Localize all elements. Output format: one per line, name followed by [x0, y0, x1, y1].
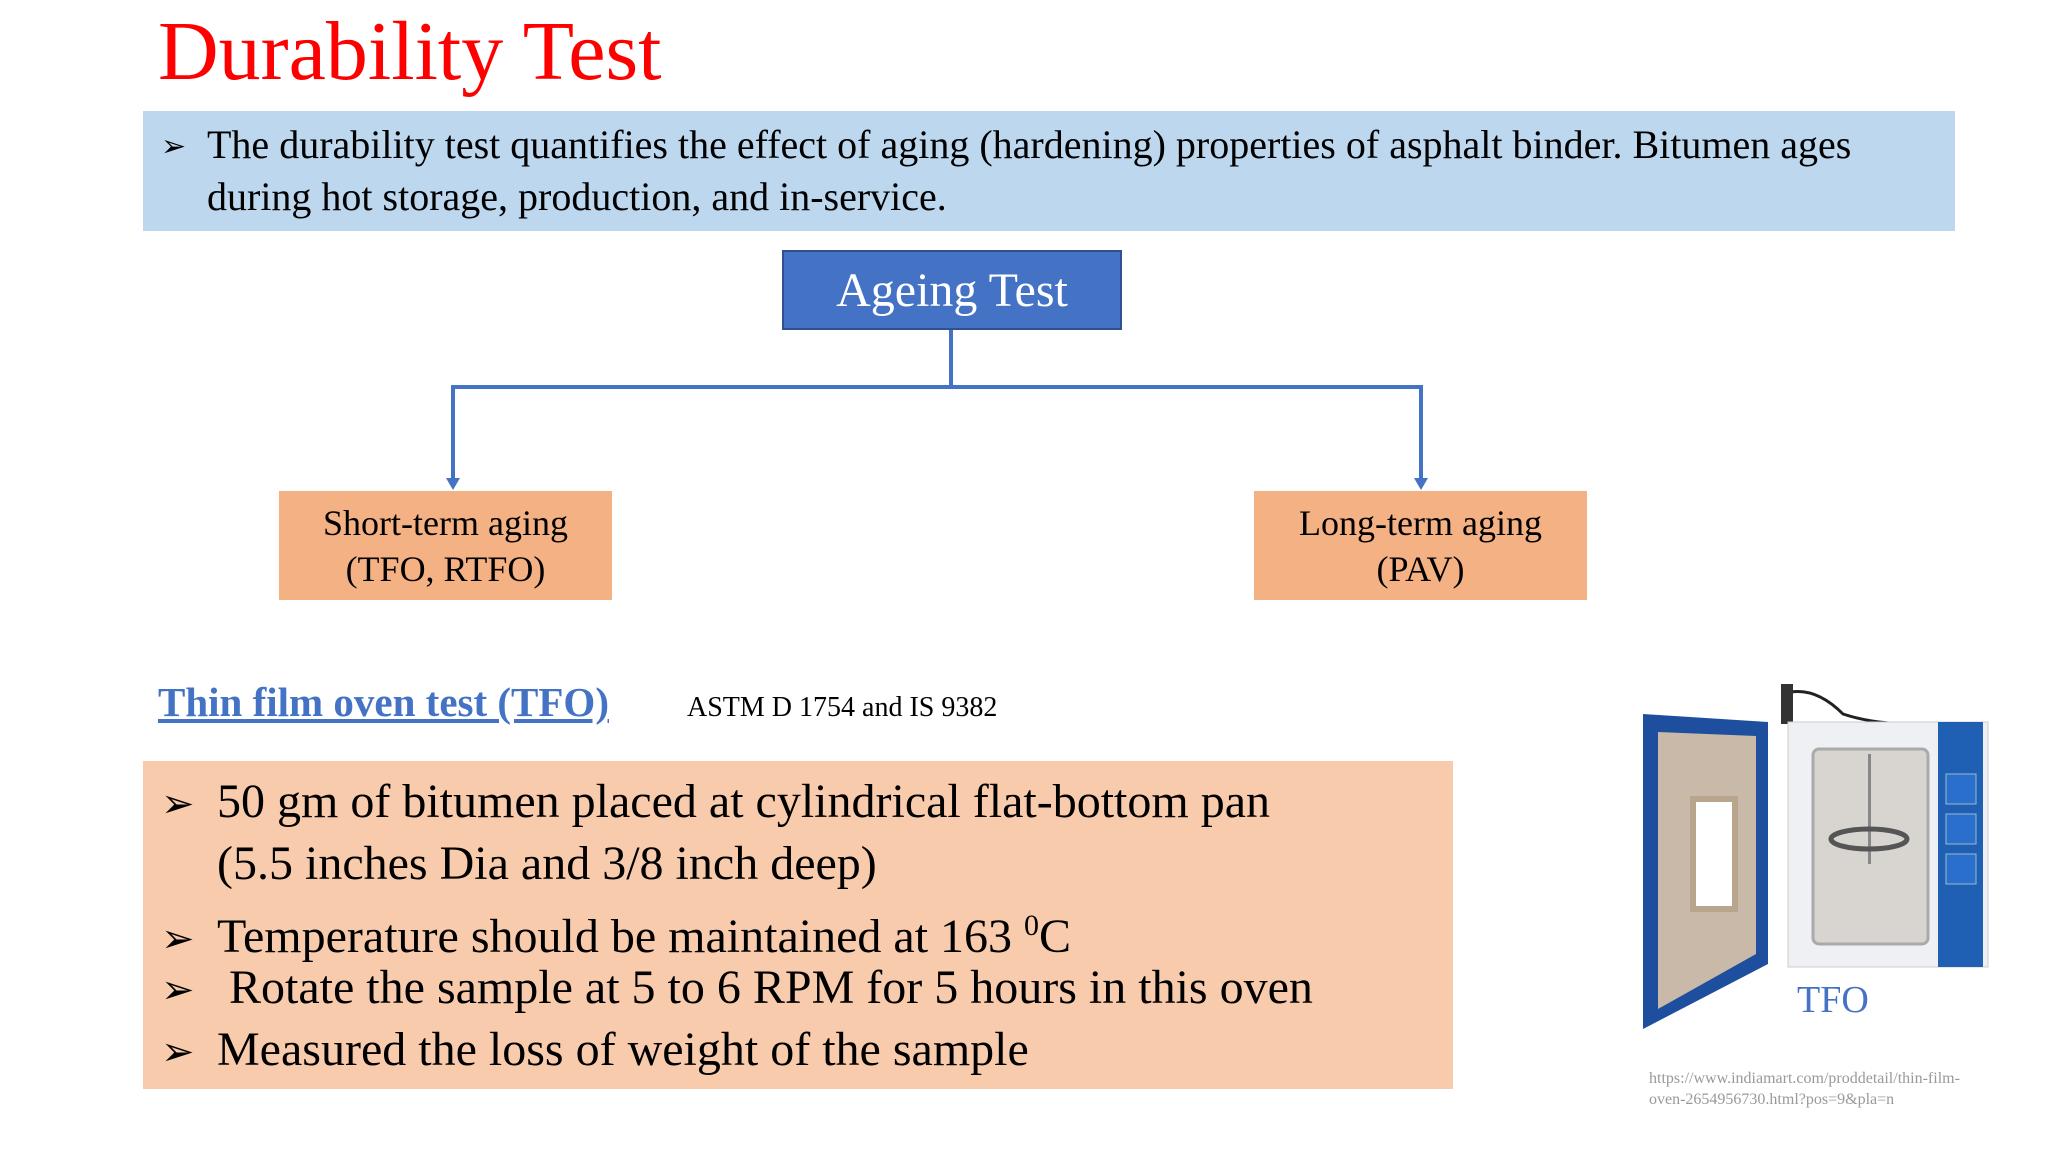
intro-text: The durability test quantifies the effec… — [207, 122, 1852, 219]
source-line: oven-2654956730.html?pos=9&pla=n — [1649, 1091, 1895, 1108]
item-text: Rotate the sample at 5 to 6 RPM for 5 ho… — [217, 961, 1313, 1014]
long-term-aging-box: Long-term aging (PAV) — [1254, 491, 1587, 600]
slide-title: Durability Test — [158, 5, 662, 98]
arrowhead-icon — [1414, 478, 1428, 490]
temp-unit: C — [1039, 910, 1072, 963]
long-term-methods: (PAV) — [1376, 548, 1465, 589]
short-term-methods: (TFO, RTFO) — [345, 548, 546, 589]
arrow-bullet-icon: ➢ — [161, 781, 195, 826]
tfo-details-box: ➢ 50 gm of bitumen placed at cylindrical … — [143, 761, 1453, 1089]
source-line: https://www.indiamart.com/proddetail/thi… — [1649, 1070, 1960, 1087]
tfo-standard: ASTM D 1754 and IS 9382 — [687, 692, 998, 723]
item-text: 50 gm of bitumen placed at cylindrical f… — [217, 775, 1271, 828]
arrow-bullet-icon: ➢ — [161, 916, 195, 961]
list-item: ➢ Temperature should be maintained at 163… — [161, 895, 1071, 970]
degree-sup: 0 — [1024, 909, 1040, 942]
list-item: (5.5 inches Dia and 3/8 inch deep) — [161, 833, 877, 895]
list-item: ➢ Measured the loss of weight of the samp… — [161, 1019, 1029, 1083]
arrow-bullet-icon: ➢ — [161, 130, 187, 163]
ageing-test-box: Ageing Test — [782, 250, 1122, 330]
intro-box: ➢ The durability test quantifies the eff… — [143, 111, 1955, 231]
item-text: Measured the loss of weight of the sampl… — [217, 1023, 1029, 1076]
short-term-aging-box: Short-term aging (TFO, RTFO) — [279, 491, 612, 600]
image-source: https://www.indiamart.com/proddetail/thi… — [1649, 1068, 2009, 1110]
arrow-bullet-icon: ➢ — [161, 1029, 195, 1074]
list-item: ➢ 50 gm of bitumen placed at cylindrical … — [161, 771, 1270, 835]
item-text: (5.5 inches Dia and 3/8 inch deep) — [217, 837, 877, 890]
arrow-bullet-icon: ➢ — [161, 967, 195, 1012]
arrowhead-icon — [446, 478, 460, 490]
list-item: ➢ Rotate the sample at 5 to 6 RPM for 5 … — [161, 957, 1313, 1021]
long-term-label: Long-term aging — [1299, 502, 1542, 543]
tfo-oven-image — [1643, 684, 1989, 1029]
image-caption: TFO — [1797, 979, 1869, 1021]
tfo-heading: Thin film oven test (TFO) — [158, 679, 609, 725]
item-text: Temperature should be maintained at 163 — [217, 910, 1025, 963]
short-term-label: Short-term aging — [323, 502, 568, 543]
